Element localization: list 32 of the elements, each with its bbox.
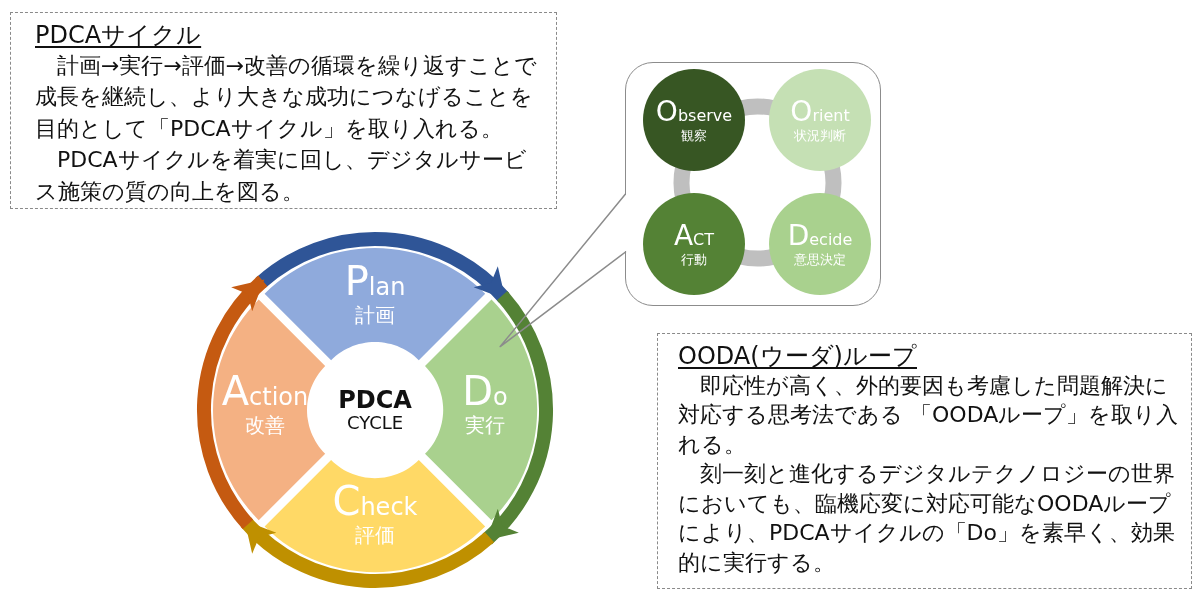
phase-label: Observe xyxy=(655,97,733,127)
phase-label: 状況判断 xyxy=(794,128,846,143)
quadrant-label: Plan xyxy=(343,260,407,302)
cycle-arrow xyxy=(256,232,510,303)
speech-bubble xyxy=(625,62,881,306)
quadrant-label: 実行 xyxy=(464,415,506,436)
paragraph: 即応性が高く、外的要因も考慮した問題解決に対応する思考法である 「OODAループ」を取り入れる。 xyxy=(678,371,1180,459)
paragraph: PDCAサイクルを着実に回し、デジタルサービス施策の質の向上を図る。 xyxy=(35,146,528,206)
quadrant-label: Check xyxy=(331,480,419,522)
cycle-arrow xyxy=(482,291,553,545)
phase-label: 意思決定 xyxy=(794,252,846,267)
quadrant-label: Action xyxy=(220,370,310,412)
phase-label: 行動 xyxy=(681,252,707,267)
quadrant-label: 改善 xyxy=(244,415,286,436)
paragraph: 刻一刻と進化するデジタルテクノロジーの世界においても、臨機応変に対応可能なOODAループにより、PDCAサイクルの「Do」を素早く、効果的に実行する。 xyxy=(678,460,1177,577)
cycle-arrow xyxy=(197,275,268,529)
phase-label: 観察 xyxy=(681,128,707,143)
quadrant-label: Do xyxy=(461,370,509,412)
text-panel xyxy=(657,333,1192,589)
center-label: CYCLE xyxy=(346,413,404,434)
phase-label: Orient xyxy=(790,97,850,127)
quadrant-label: 計画 xyxy=(354,305,396,326)
speech-bubble-tail xyxy=(499,193,627,348)
text-panel xyxy=(10,12,557,209)
quadrant-label: 評価 xyxy=(354,525,396,546)
phase-label: ACT xyxy=(673,221,715,251)
panel-heading: OODA(ウーダ)ループ xyxy=(678,342,917,371)
cycle-arrow xyxy=(240,517,494,588)
paragraph: 計画→実行→評価→改善の循環を繰り返すことで成長を継続し、より大きな成功につなげることを目的として「PDCAサイクル」を取り入れる。 xyxy=(35,51,539,143)
panel-heading: PDCAサイクル xyxy=(35,21,202,50)
phase-label: Decide xyxy=(787,221,853,251)
center-label: PDCA xyxy=(338,386,412,414)
